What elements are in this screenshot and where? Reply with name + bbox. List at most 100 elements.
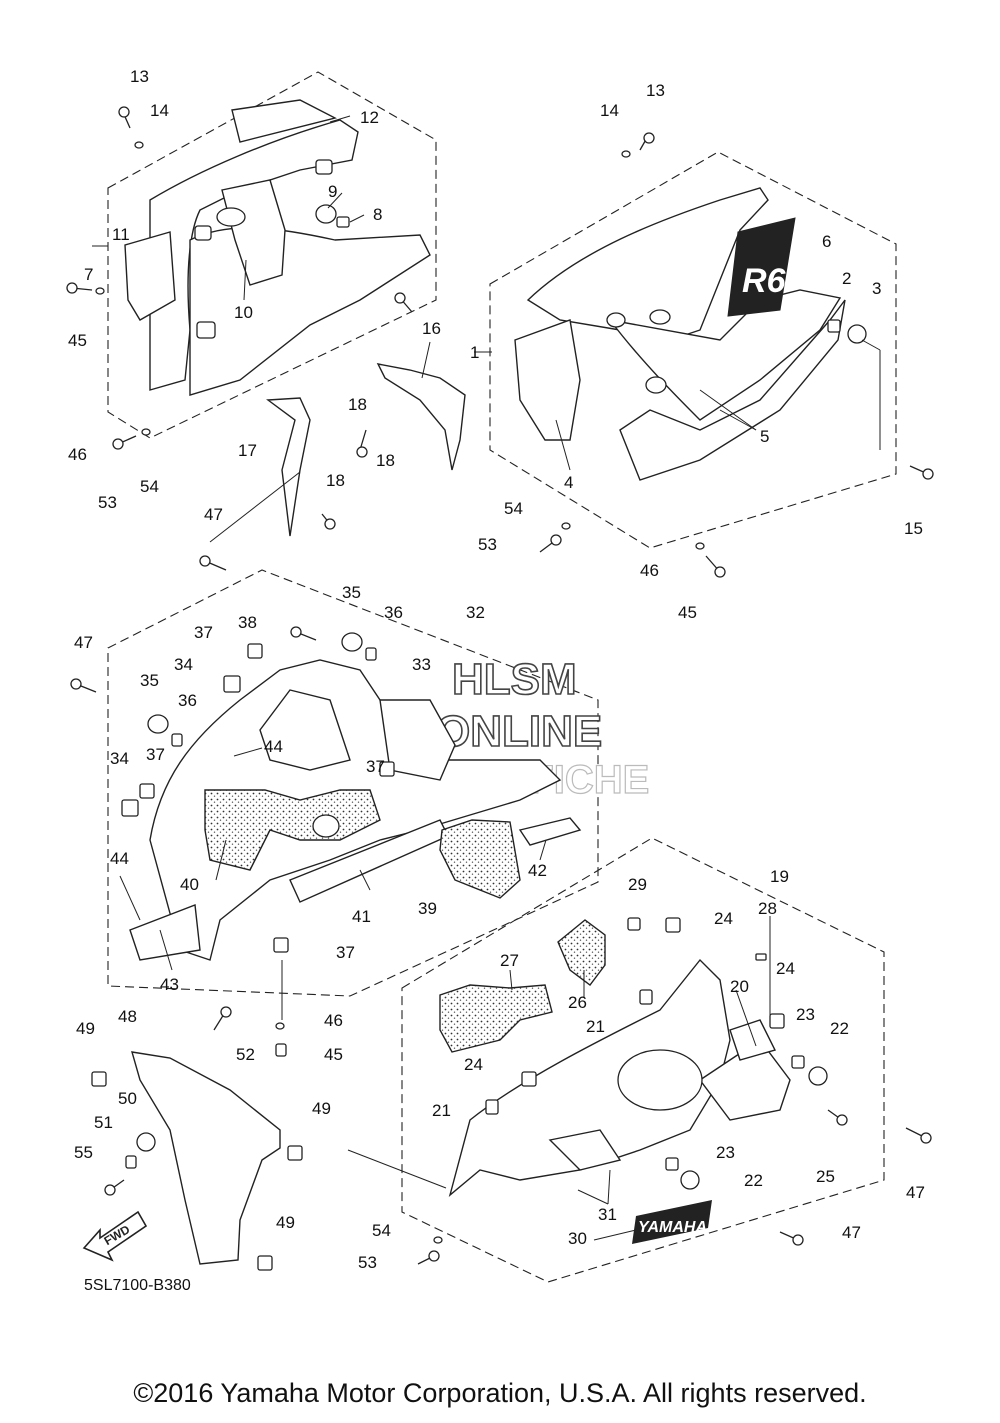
callout-37: 37 (366, 757, 385, 776)
nut-34-b (121, 799, 139, 817)
bracket-16 (376, 363, 466, 471)
callout-37: 37 (194, 623, 213, 642)
fwd-direction-icon: FWD (82, 1210, 148, 1262)
callout-11: 11 (112, 225, 130, 244)
callout-19: 19 (770, 867, 789, 886)
watermark-online: ONLINE (436, 707, 602, 756)
callout-21: 21 (586, 1017, 605, 1036)
collar-23-b (665, 1157, 679, 1171)
callout-37: 37 (146, 745, 165, 764)
nut-49-a (91, 1071, 107, 1087)
bracket-48 (131, 1051, 281, 1265)
nut-24-a (665, 917, 681, 933)
nut-21-b (485, 1099, 499, 1115)
callout-35: 35 (342, 583, 361, 602)
left-side-cowling (124, 99, 431, 396)
callout-25: 25 (816, 1167, 835, 1186)
callout-2: 2 (842, 269, 851, 288)
bracket-17 (266, 397, 311, 537)
callout-43: 43 (160, 975, 179, 994)
grommet-35-upper (341, 632, 363, 652)
callout-36: 36 (384, 603, 403, 622)
collar-51 (125, 1155, 137, 1169)
callout-47: 47 (74, 633, 93, 652)
callout-30: 30 (568, 1229, 587, 1248)
r6-decal: R6 (727, 217, 796, 317)
callout-45: 45 (68, 331, 87, 350)
callout-52: 52 (236, 1045, 255, 1064)
callout-34: 34 (110, 749, 129, 768)
nut-37-d (273, 937, 289, 953)
callout-54: 54 (504, 499, 523, 518)
nut-37-a (247, 643, 263, 659)
callout-50: 50 (118, 1089, 137, 1108)
yamaha-decal: YAMAHA (632, 1200, 712, 1244)
grommet-50 (136, 1132, 156, 1152)
callout-14: 14 (600, 101, 619, 120)
callout-28: 28 (758, 899, 777, 918)
callout-34: 34 (174, 655, 193, 674)
callout-24: 24 (464, 1055, 483, 1074)
callout-18: 18 (326, 471, 345, 490)
callout-20: 20 (730, 977, 749, 996)
callout-10: 10 (234, 303, 253, 322)
callout-26: 26 (568, 993, 587, 1012)
grommet-22-b (680, 1170, 700, 1190)
callout-6: 6 (822, 232, 831, 251)
collar-2 (827, 319, 841, 333)
callout-55: 55 (74, 1143, 93, 1162)
grommet-22-a (808, 1066, 828, 1086)
copyright-notice: ©2016 Yamaha Motor Corporation, U.S.A. A… (133, 1378, 867, 1408)
callout-13: 13 (130, 67, 149, 86)
assembly-box-inner-panel (107, 569, 599, 997)
watermark-hlsm: HLSM (452, 655, 577, 704)
grommet-3 (847, 324, 867, 344)
nut-34-a (223, 675, 241, 693)
callout-47: 47 (842, 1223, 861, 1242)
assembly-box-under-cowling (401, 837, 885, 1283)
callout-18: 18 (348, 395, 367, 414)
callout-14: 14 (150, 101, 169, 120)
callout-1: 1 (470, 343, 479, 362)
callout-54: 54 (372, 1221, 391, 1240)
callout-36: 36 (178, 691, 197, 710)
callout-23: 23 (796, 1005, 815, 1024)
callout-37: 37 (336, 943, 355, 962)
collar-36-upper (365, 647, 377, 661)
nut-37-b (139, 783, 155, 799)
nut-24-c (521, 1071, 537, 1087)
insulator-26 (557, 919, 606, 986)
nut-21-a (639, 989, 653, 1005)
callout-48: 48 (118, 1007, 137, 1026)
plate-42 (518, 817, 582, 846)
callout-53: 53 (478, 535, 497, 554)
yamaha-logo-text: YAMAHA (638, 1219, 707, 1236)
insulator-39 (439, 819, 521, 899)
collar-36-lower (171, 733, 183, 747)
callout-31: 31 (598, 1205, 617, 1224)
callout-53: 53 (358, 1253, 377, 1272)
callout-4: 4 (564, 473, 573, 492)
callout-44: 44 (264, 737, 283, 756)
nut-49-c (257, 1255, 273, 1271)
callout-22: 22 (744, 1171, 763, 1190)
callout-49: 49 (276, 1213, 295, 1232)
callout-12: 12 (360, 108, 379, 127)
callout-15: 15 (904, 519, 923, 538)
collar-23-a (791, 1055, 805, 1069)
callout-45: 45 (324, 1045, 343, 1064)
callout-33: 33 (412, 655, 431, 674)
callout-7: 7 (84, 265, 93, 284)
assembly-box-right-side-cowling (489, 151, 897, 549)
callout-35: 35 (140, 671, 159, 690)
callout-42: 42 (528, 861, 547, 880)
insulator-40 (204, 789, 381, 871)
callouts: 13 14 12 9 8 11 7 10 45 46 53 54 14 13 6… (68, 67, 925, 1272)
callout-23: 23 (716, 1143, 735, 1162)
inner-panel (129, 659, 562, 961)
callout-24: 24 (776, 959, 795, 978)
callout-44: 44 (110, 849, 129, 868)
grommet-35-lower (147, 714, 169, 734)
callout-49: 49 (76, 1019, 95, 1038)
